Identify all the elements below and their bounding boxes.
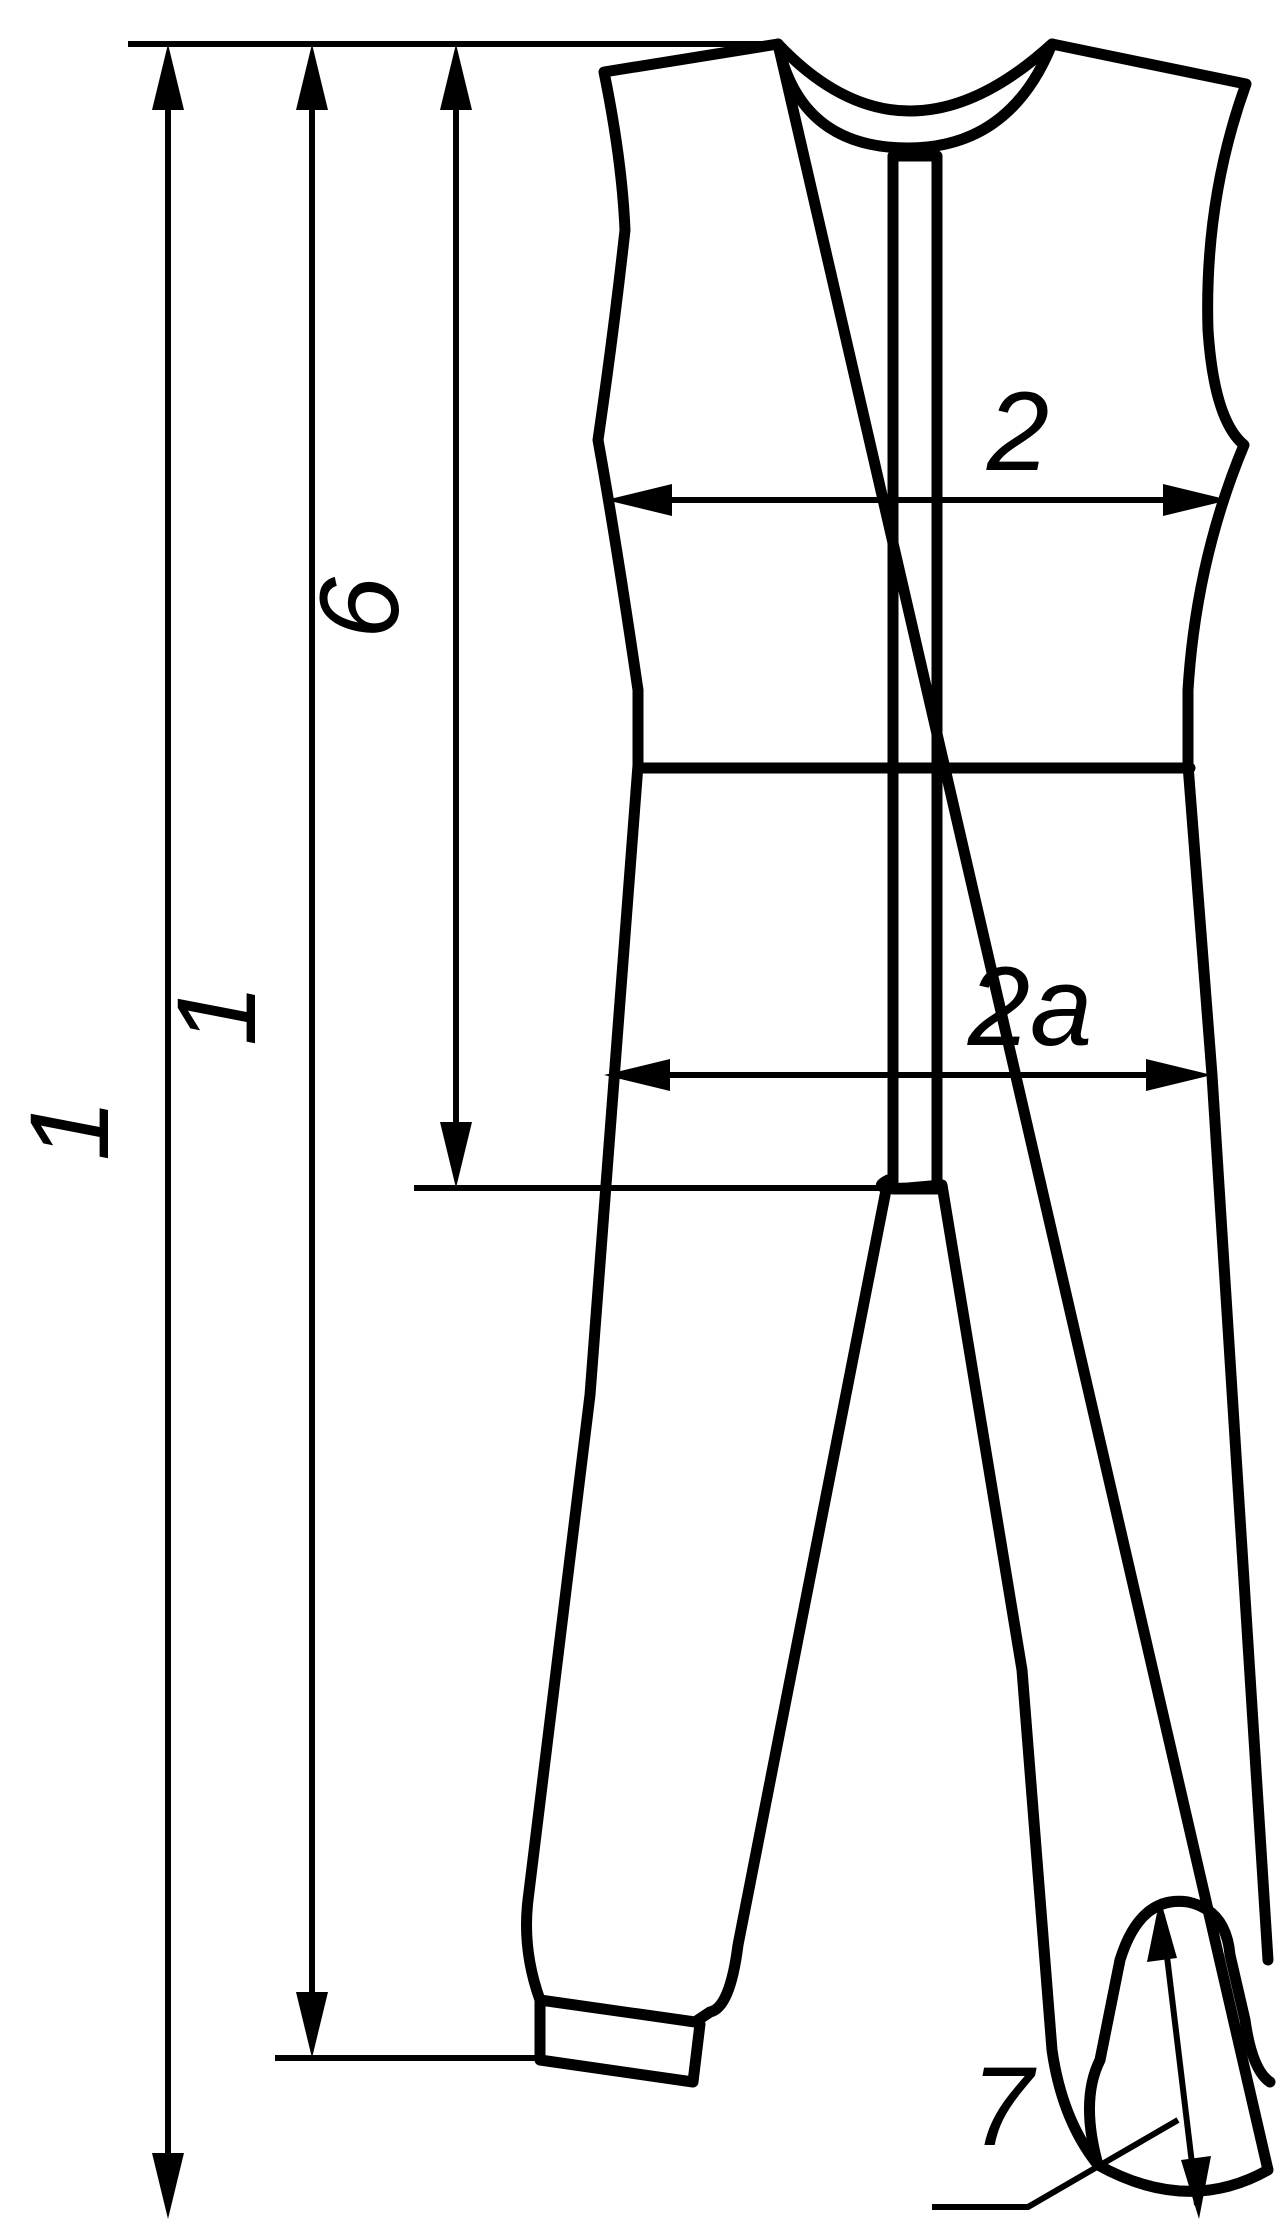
dimension-labels: 1 1 6 2 2a 7 — [7, 369, 1092, 2169]
chest-width-label: 2 — [986, 369, 1049, 494]
overall-length-arrow-bottom — [152, 2153, 184, 2219]
coverall-outline — [521, 38, 1274, 2197]
coverall-garment — [521, 38, 1276, 2197]
sleeve-cuff — [534, 1994, 706, 2088]
foot-loop-arrow-bottom — [1181, 2156, 1211, 2219]
vertical-dimensions — [152, 44, 472, 2219]
torso-length-arrow-bottom — [440, 1122, 472, 1188]
neckline — [772, 38, 1058, 154]
hip-width-label: 2a — [967, 944, 1093, 1069]
foot-stirrup — [1083, 1895, 1276, 2171]
length-to-cuff-arrow-top — [296, 44, 328, 110]
extension-lines — [128, 41, 1180, 2210]
zipper-placket — [887, 150, 943, 1195]
hip-width-arrow-left — [604, 1059, 670, 1091]
chest-width-arrow-right — [1163, 484, 1229, 516]
foot-loop-line — [1159, 1914, 1200, 2206]
foot-loop-leader — [932, 2117, 1180, 2210]
torso-length-label: 6 — [297, 576, 422, 639]
overall-length-label: 1 — [7, 1099, 132, 1161]
chest-width-arrow-left — [606, 484, 672, 516]
foot-loop-arrow-top — [1147, 1898, 1177, 1962]
overall-length-arrow-top — [152, 44, 184, 110]
foot-loop-label: 7 — [971, 2044, 1037, 2169]
hip-width-arrow-right — [1146, 1059, 1212, 1091]
length-to-cuff-label: 1 — [154, 984, 279, 1046]
torso-length-arrow-top — [440, 44, 472, 110]
length-to-cuff-arrow-bottom — [296, 1992, 328, 2058]
horizontal-dimensions — [604, 484, 1229, 2219]
